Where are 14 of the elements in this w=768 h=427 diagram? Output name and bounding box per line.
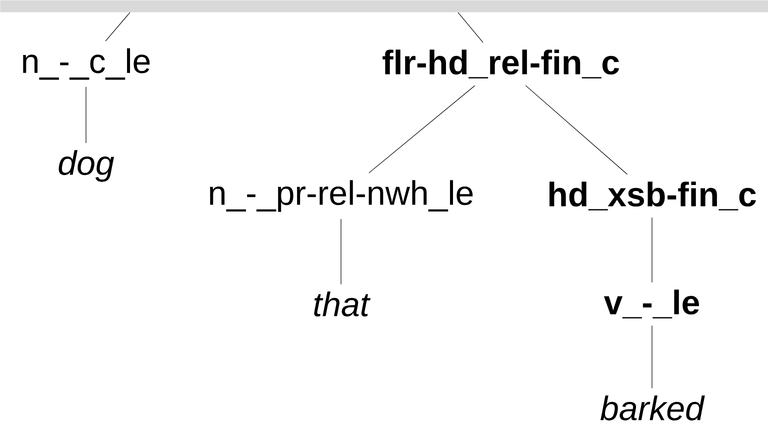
tree-label: flr-hd_rel-fin_c (382, 50, 620, 78)
tree-label: v_-_le (604, 290, 700, 318)
tree-label: hd_xsb-fin_c (550, 182, 756, 210)
top-band (0, 0, 768, 12)
word-label: that (314, 292, 371, 316)
tree-label: n_-_c_le (23, 48, 150, 80)
tree-branch (340, 218, 342, 285)
tree-branch (458, 12, 484, 43)
tree-branch (105, 12, 130, 42)
word-label: dog (58, 150, 114, 182)
tree-branch (525, 85, 628, 175)
tree-label: n_-_pr-rel-nwh_le (210, 180, 473, 212)
word-label: barked (600, 396, 705, 420)
tree-branch (368, 85, 476, 174)
